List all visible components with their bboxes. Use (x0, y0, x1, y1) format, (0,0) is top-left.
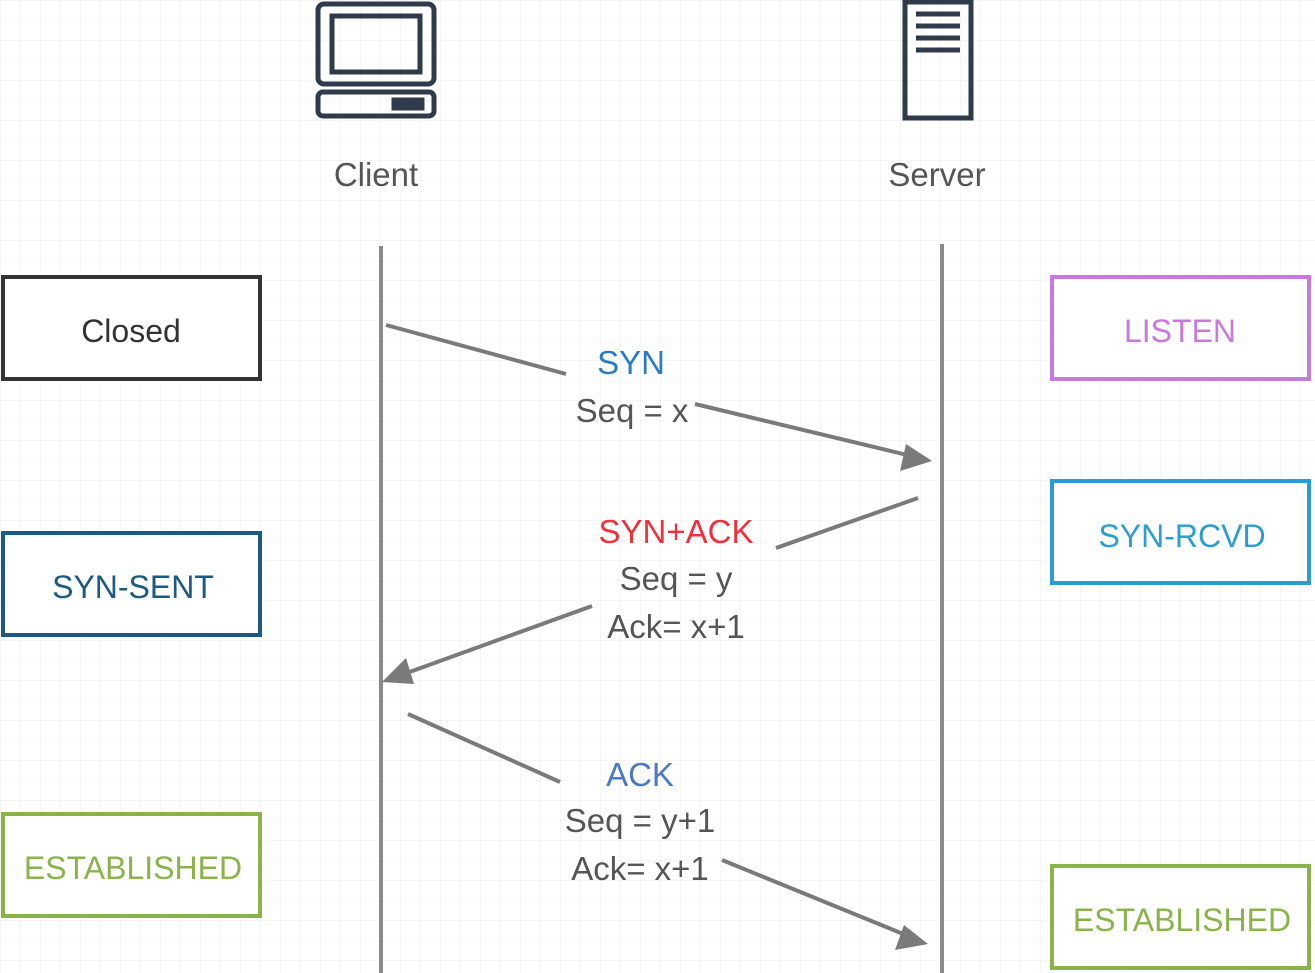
message-line: Seq = y+1 (565, 802, 715, 839)
state-closed: Closed (1, 275, 262, 381)
state-server-established: ESTABLISHED (1050, 864, 1311, 970)
message-ack: ACK Seq = y+1 Ack= x+1 (407, 712, 928, 950)
arrowhead-icon (900, 444, 932, 471)
state-label: ESTABLISHED (24, 850, 242, 886)
message-title: SYN (597, 344, 665, 381)
arrow-segment (407, 712, 561, 784)
message-title: SYN+ACK (599, 513, 754, 550)
message-syn-ack: SYN+ACK Seq = y Ack= x+1 (382, 496, 919, 684)
arrow-line (392, 604, 593, 680)
message-title: ACK (606, 756, 674, 793)
server-icon (902, 0, 974, 121)
state-label: LISTEN (1124, 313, 1236, 349)
client-label: Client (334, 156, 418, 193)
state-syn-rcvd: SYN-RCVD (1050, 479, 1311, 585)
state-label: SYN-RCVD (1098, 518, 1265, 554)
state-label: ESTABLISHED (1073, 902, 1291, 938)
message-line: Seq = y (620, 560, 733, 597)
message-line: Seq = x (576, 392, 689, 429)
message-line: Ack= x+1 (571, 850, 709, 887)
arrow-line (694, 402, 930, 463)
state-listen: LISTEN (1050, 275, 1311, 381)
server-label: Server (888, 156, 985, 193)
arrow-segment (385, 323, 567, 376)
state-client-established: ESTABLISHED (1, 812, 262, 918)
computer-icon (315, 1, 437, 119)
arrow-segment (775, 496, 919, 550)
state-syn-sent: SYN-SENT (1, 531, 262, 637)
state-label: SYN-SENT (52, 569, 214, 605)
state-label: Closed (81, 313, 181, 349)
message-syn: SYN Seq = x (385, 323, 932, 471)
arrow-line (721, 858, 919, 942)
arrowhead-icon (382, 658, 414, 684)
arrowhead-icon (895, 925, 928, 950)
message-line: Ack= x+1 (607, 608, 745, 645)
